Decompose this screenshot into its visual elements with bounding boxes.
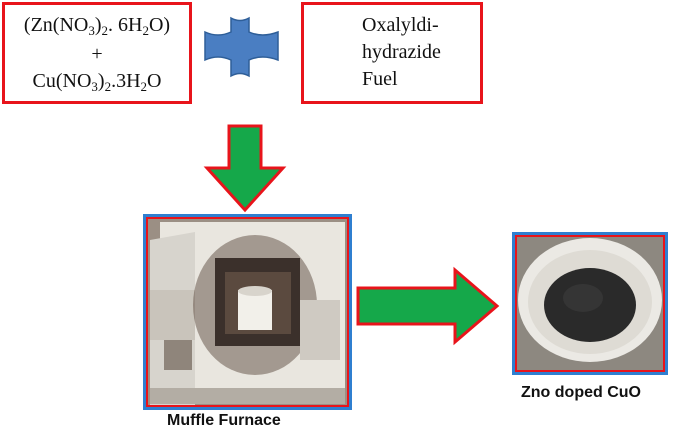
precursor-box: (Zn(NO3)2. 6H2O) + Cu(NO3)2.3H2O — [2, 2, 192, 104]
product-caption: Zno doped CuO — [521, 384, 641, 401]
fuel-line-2: hydrazide — [362, 41, 441, 63]
plus-icon — [204, 16, 279, 78]
copper-nitrate-formula: Cu(NO3)2.3H2O — [32, 70, 162, 94]
furnace-photo — [146, 217, 349, 407]
fuel-box: Oxalyldi- hydrazide Fuel — [301, 2, 483, 104]
fuel-line-1: Oxalyldi- — [362, 14, 439, 36]
zinc-nitrate-formula: (Zn(NO3)2. 6H2O) — [23, 14, 171, 38]
furnace-caption: Muffle Furnace — [167, 412, 281, 429]
arrow-down-icon — [203, 124, 287, 213]
product-photo-frame — [512, 232, 668, 375]
plus-sign: + — [91, 43, 103, 65]
furnace-photo-frame — [143, 214, 352, 410]
product-bowl-photo — [515, 235, 665, 372]
arrow-right-icon — [356, 266, 500, 346]
fuel-line-3: Fuel — [362, 68, 398, 90]
